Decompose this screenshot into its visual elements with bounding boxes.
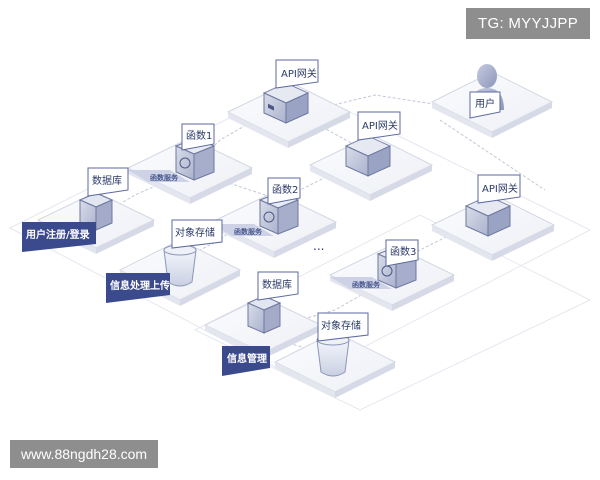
platform-label-user-register: 用户注册/登录 [22, 222, 96, 252]
label-user-text: 用户 [475, 97, 495, 110]
tile-api-gateway-top [226, 81, 352, 148]
ribbon-function-3-text: 函数服务 [352, 280, 381, 289]
label-function-2-text: 函数2 [272, 183, 298, 196]
watermark-bottom-left: www.88ngdh28.com [10, 440, 159, 468]
ribbon-function-1-text: 函数服务 [150, 173, 179, 182]
platform-label-info-manage: 信息管理 [222, 346, 270, 376]
ribbon-function-1: 函数服务 [128, 170, 190, 182]
label-function-1: 函数1 [181, 123, 215, 151]
label-database-left-text: 数据库 [92, 174, 122, 187]
label-api-gateway-middle-text: API网关 [362, 119, 398, 132]
ellipsis-dots: ... [313, 239, 324, 253]
tile-api-gateway-right [430, 194, 556, 261]
label-api-gateway-right-text: API网关 [482, 182, 518, 195]
label-user: 用户 [469, 91, 501, 119]
label-object-storage-middle: 对象存储 [171, 219, 223, 249]
tile-api-gateway-middle [308, 134, 434, 201]
label-database-bottom-text: 数据库 [262, 278, 292, 291]
platform-label-info-manage-text: 信息管理 [227, 352, 267, 365]
watermark-top-right: TG: MYYJJPP [466, 8, 590, 39]
label-api-gateway-middle: API网关 [357, 111, 401, 141]
ribbon-function-2: 函数服务 [212, 224, 274, 236]
label-api-gateway-top: API网关 [275, 59, 319, 89]
platform-label-info-upload: 信息处理上传 [106, 273, 170, 303]
user-head-icon [477, 64, 497, 88]
label-database-bottom: 数据库 [257, 271, 299, 301]
tile-function-1 [126, 137, 254, 204]
ribbon-function-2-text: 函数服务 [234, 227, 263, 236]
label-object-storage-bottom: 对象存储 [317, 312, 369, 342]
label-function-3-text: 函数3 [390, 245, 416, 258]
platform-label-user-register-text: 用户注册/登录 [25, 228, 90, 241]
ribbon-function-3: 函数服务 [330, 277, 392, 289]
label-database-left: 数据库 [87, 167, 129, 197]
label-api-gateway-right: API网关 [477, 174, 521, 204]
label-object-storage-bottom-text: 对象存储 [321, 319, 361, 332]
label-function-1-text: 函数1 [186, 129, 212, 142]
label-object-storage-middle-text: 对象存储 [175, 226, 215, 239]
platform-label-info-upload-text: 信息处理上传 [110, 279, 170, 292]
label-api-gateway-top-text: API网关 [281, 67, 317, 80]
label-function-2: 函数2 [267, 177, 301, 205]
tile-object-storage-bottom [273, 331, 397, 398]
label-function-3: 函数3 [385, 239, 419, 267]
